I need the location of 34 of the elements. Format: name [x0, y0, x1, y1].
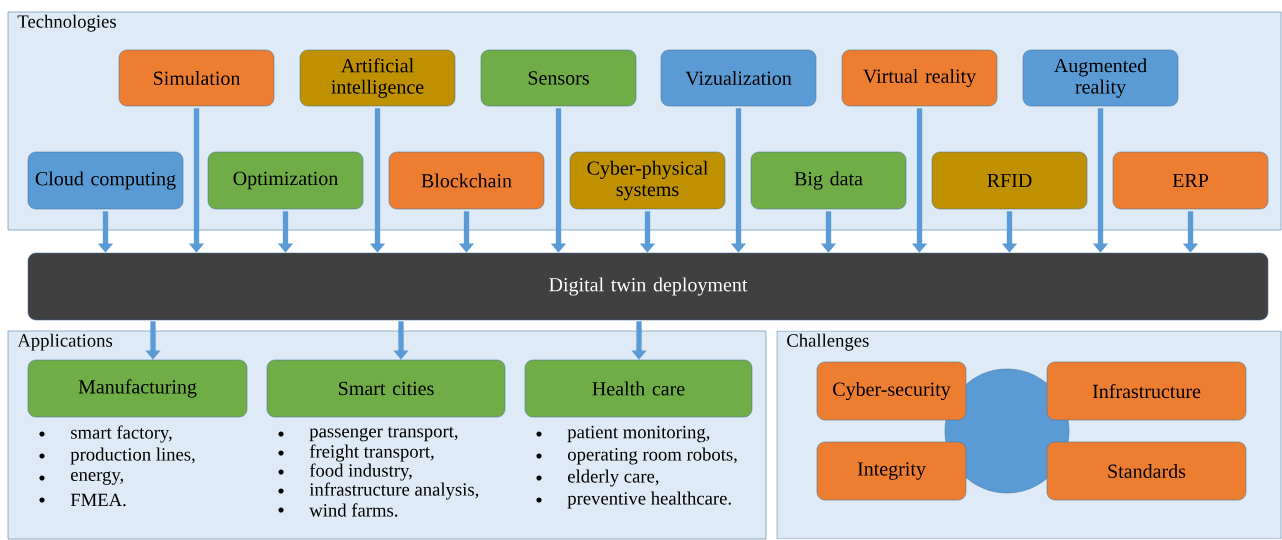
- bullet-item: wind farms.: [278, 503, 398, 517]
- rounded-box: Sensors: [480, 49, 637, 107]
- rounded-box: Artificial intelligence: [299, 49, 456, 107]
- bullet-item: passenger transport,: [278, 426, 458, 442]
- bullet-item: production lines,: [39, 447, 195, 465]
- rounded-box: Cyber-physical systems: [569, 151, 726, 210]
- rounded-bar: Digital twin deployment: [27, 252, 1269, 321]
- bullet-item: preventive healthcare.: [536, 491, 731, 509]
- bullet-item: smart factory,: [39, 425, 172, 443]
- rounded-box: Infrastructure: [1046, 361, 1247, 421]
- rounded-box: Augmented reality: [1022, 49, 1179, 107]
- rounded-box: Cyber-security: [816, 361, 967, 421]
- bullet-item: food industry,: [278, 463, 412, 481]
- bullet-item: FMEA.: [39, 493, 126, 507]
- bullet-item: infrastructure analysis,: [278, 482, 479, 500]
- bullet-item: operating room robots,: [536, 447, 737, 465]
- rounded-box: RFID: [931, 151, 1088, 210]
- rounded-box: Blockchain: [388, 151, 545, 210]
- rounded-box: ERP: [1112, 151, 1269, 210]
- rounded-box: Standards: [1046, 441, 1247, 501]
- bullet-item: elderly care,: [536, 469, 659, 487]
- rounded-box: Virtual reality: [841, 49, 998, 107]
- rounded-box: Vizualization: [660, 49, 817, 107]
- rounded-box: Smart cities: [266, 359, 506, 418]
- rounded-box: Optimization: [207, 151, 364, 210]
- rounded-box: Big data: [750, 151, 907, 210]
- bullet-item: energy,: [39, 471, 123, 485]
- bullet-item: freight transport,: [278, 444, 434, 462]
- bullet-item: patient monitoring,: [536, 425, 710, 443]
- rounded-box: Cloud computing: [27, 151, 184, 210]
- rounded-box: Simulation: [118, 49, 275, 107]
- rounded-box: Manufacturing: [27, 359, 248, 418]
- rounded-box: Integrity: [816, 441, 967, 501]
- rounded-box: Health care: [524, 359, 753, 418]
